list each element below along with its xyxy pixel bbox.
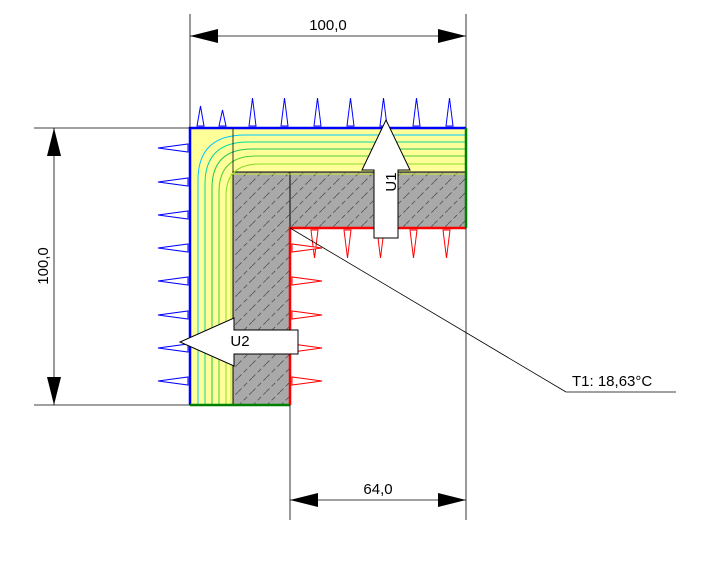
isotherm-3 bbox=[211, 148, 466, 405]
u1-arrow bbox=[361, 118, 411, 239]
inside-marker bbox=[343, 229, 352, 259]
dimension-arrowhead bbox=[290, 493, 318, 507]
outside-marker bbox=[157, 376, 189, 386]
outside-marker bbox=[157, 276, 189, 286]
dimension-arrowhead bbox=[47, 377, 61, 405]
u2-arrow bbox=[178, 317, 299, 367]
outside-marker bbox=[313, 97, 322, 127]
outside-markers bbox=[157, 97, 454, 386]
inside-marker bbox=[442, 229, 451, 259]
dimension-bottom: 64,0 bbox=[289, 228, 467, 520]
outside-marker bbox=[248, 97, 257, 127]
inside-marker bbox=[409, 229, 418, 259]
outside-marker bbox=[157, 310, 189, 320]
dimension-top: 100,0 bbox=[189, 14, 467, 128]
outside-marker bbox=[157, 210, 189, 220]
isotherms bbox=[197, 134, 466, 405]
outside-marker bbox=[346, 97, 355, 127]
isotherm-1 bbox=[197, 134, 466, 405]
dimension-arrowhead bbox=[47, 128, 61, 156]
dimension-left: 100,0 bbox=[34, 127, 190, 406]
outside-marker bbox=[280, 97, 289, 127]
dimension-arrowhead bbox=[438, 493, 466, 507]
outside-marker bbox=[445, 97, 454, 127]
dimension-left-label: 100,0 bbox=[35, 247, 52, 285]
u2-label: U2 bbox=[230, 333, 249, 350]
isotherm-2 bbox=[204, 141, 466, 405]
outside-marker bbox=[157, 177, 189, 187]
isotherm-5 bbox=[225, 163, 466, 405]
inside-markers bbox=[291, 229, 451, 386]
inside-marker bbox=[291, 243, 323, 253]
dimension-bottom-label: 64,0 bbox=[363, 481, 392, 498]
inside-marker bbox=[291, 376, 323, 386]
inside-marker bbox=[291, 310, 323, 320]
t1-label: T1: 18,63°C bbox=[572, 373, 652, 390]
outside-marker bbox=[218, 109, 227, 127]
dimension-arrowhead bbox=[190, 29, 218, 43]
isotherm-4 bbox=[218, 155, 466, 405]
outside-marker bbox=[157, 143, 189, 153]
outside-marker bbox=[196, 105, 205, 127]
outside-marker bbox=[412, 97, 421, 127]
u1-label: U1 bbox=[383, 172, 400, 191]
t1-leader-line bbox=[289, 227, 567, 393]
dimension-top-label: 100,0 bbox=[309, 17, 347, 34]
inside-marker bbox=[291, 276, 323, 286]
outside-marker bbox=[157, 343, 189, 353]
outside-marker bbox=[157, 243, 189, 253]
dimension-arrowhead bbox=[438, 29, 466, 43]
masonry-wall bbox=[232, 171, 467, 406]
